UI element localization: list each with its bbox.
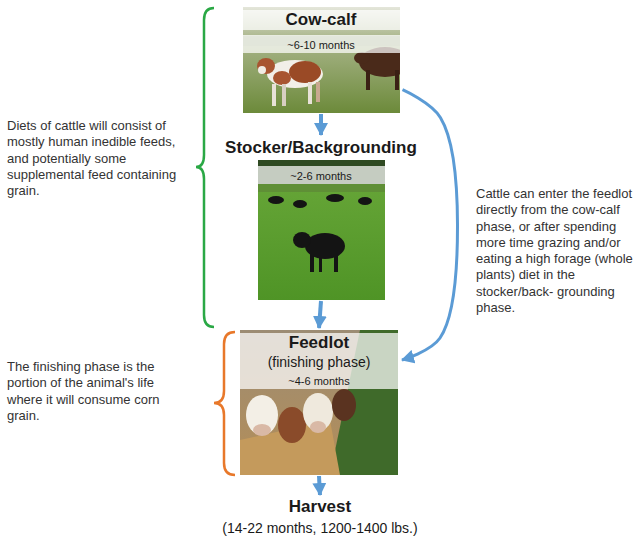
finishing-note: The finishing phase is the portion of th… xyxy=(7,359,169,424)
diet-note: Diets of cattle will consist of mostly h… xyxy=(7,118,177,199)
text-band: ~4-6 months xyxy=(240,371,398,389)
harvest-detail: (14-22 months, 1200-1400 lbs.) xyxy=(222,520,417,537)
pasture-photo xyxy=(243,7,400,113)
flow-arrow xyxy=(319,301,321,328)
steer-figure xyxy=(268,194,372,272)
cattle-heads xyxy=(246,389,356,443)
text-band: (finishing phase) xyxy=(240,353,398,371)
phase-photo-box: Feedlot(finishing phase) ~4-6 months xyxy=(240,330,398,475)
phase-heading: Stocker/Backgrounding xyxy=(225,138,417,158)
text-row: Harvest xyxy=(200,497,440,517)
orange-brace xyxy=(214,332,235,475)
green-brace xyxy=(196,8,214,327)
phase-photo-box: Cow-calf ~6-10 months xyxy=(243,7,400,113)
text-band: Feedlot xyxy=(240,333,398,353)
flow-arrow xyxy=(319,476,320,495)
text-row: (14-22 months, 1200-1400 lbs.) xyxy=(200,519,440,537)
harvest-heading: Harvest xyxy=(289,497,351,517)
calf-figure xyxy=(257,58,323,106)
phase-subtitle: (finishing phase) xyxy=(268,354,371,371)
duration-label: ~4-6 months xyxy=(288,375,349,388)
feedlot-entry-note: Cattle can enter the feedlot directly fr… xyxy=(476,186,638,316)
cow-figure xyxy=(354,47,400,90)
photo-ground xyxy=(240,330,398,475)
bypass-arrow xyxy=(402,90,458,360)
text-band: ~2-6 months xyxy=(220,166,422,184)
field-edge xyxy=(258,184,385,192)
duration-label: ~6-10 months xyxy=(287,39,355,52)
phase-heading: Cow-calf xyxy=(286,10,357,30)
duration-label: ~2-6 months xyxy=(290,170,351,183)
phase-heading: Feedlot xyxy=(289,333,349,353)
phase-photo-box: Stocker/Backgrounding ~2-6 months xyxy=(220,137,422,300)
text-band: ~6-10 months xyxy=(243,35,400,53)
flow-arrow xyxy=(319,114,323,135)
harvest-box: Harvest (14-22 months, 1200-1400 lbs.) xyxy=(200,497,440,540)
text-band: Cow-calf xyxy=(243,10,400,30)
feedlot-photo xyxy=(240,330,398,475)
text-row: Stocker/Backgrounding xyxy=(220,138,422,158)
